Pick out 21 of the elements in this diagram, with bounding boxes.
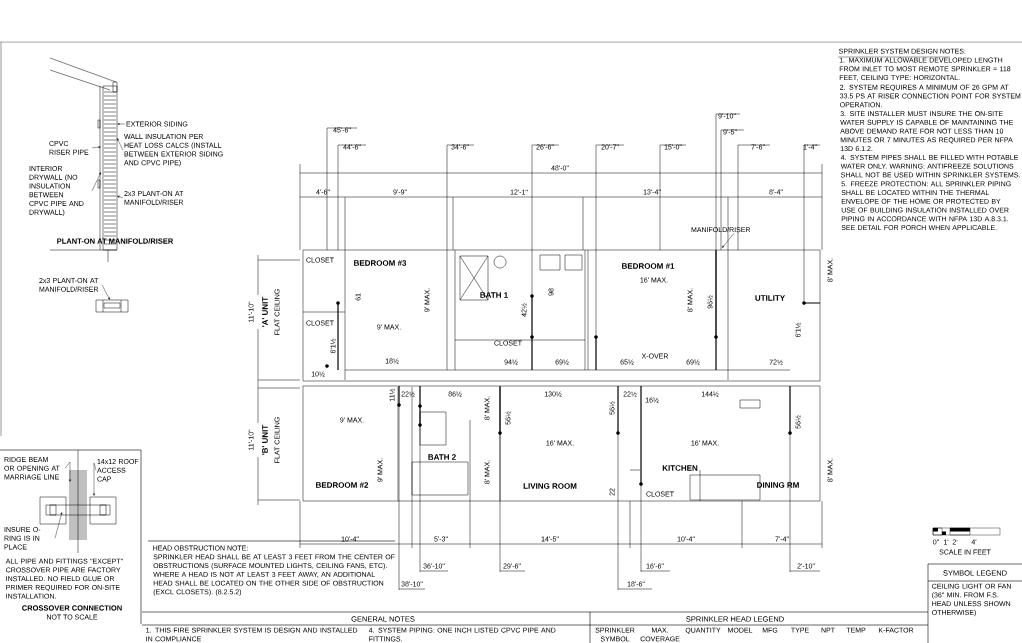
- room-label: LIVING ROOM: [523, 483, 577, 489]
- room-label: BEDROOM #2: [316, 482, 369, 488]
- leader-line: [54, 512, 63, 539]
- leader-line: [64, 461, 71, 482]
- leader-line: [91, 172, 101, 192]
- unit-label: 'A' UNIT: [262, 296, 268, 327]
- leader-line: [101, 284, 110, 300]
- room-label: UTILITY: [755, 295, 785, 301]
- leader-line: [93, 462, 97, 496]
- leader-line: [117, 195, 124, 199]
- room-label: BEDROOM #3: [354, 260, 407, 266]
- leader-line: [722, 232, 735, 248]
- room-label: KITCHEN: [662, 465, 698, 471]
- leader-line: [91, 146, 101, 149]
- leader-line: [117, 123, 126, 125]
- room-label: BATH 2: [428, 454, 456, 460]
- room-label: BATH 1: [480, 292, 508, 298]
- room-label: DINING RM: [757, 482, 799, 488]
- room-label: BEDROOM #1: [622, 263, 675, 269]
- unit-label: 'B' UNIT: [262, 424, 268, 455]
- leader-line: [117, 138, 124, 151]
